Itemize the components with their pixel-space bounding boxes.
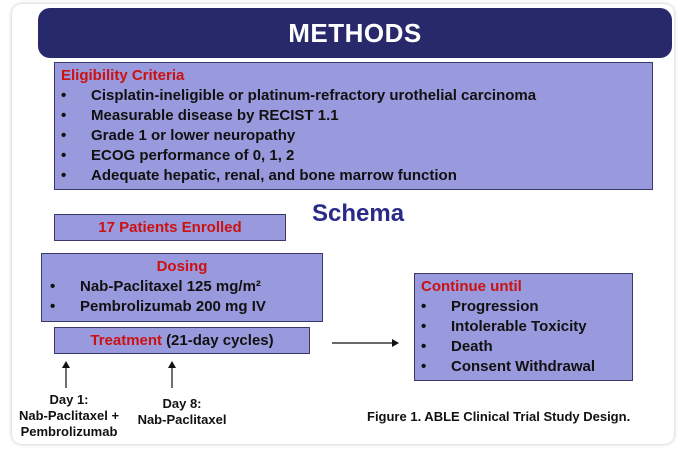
- eligibility-item: •Cisplatin-ineligible or platinum-refrac…: [61, 87, 537, 104]
- enrolled-label: 17 Patients Enrolled: [98, 219, 242, 236]
- dosing-heading: Dosing: [156, 258, 208, 275]
- eligibility-heading: Eligibility Criteria: [61, 67, 185, 84]
- treatment-label: Treatment: [90, 332, 163, 349]
- continue-item: •Consent Withdrawal: [421, 358, 596, 375]
- bullet-icon: •: [421, 358, 427, 375]
- bullet-icon: •: [61, 147, 67, 164]
- bullet-icon: •: [61, 87, 67, 104]
- eligibility-item: •Adequate hepatic, renal, and bone marro…: [61, 167, 457, 184]
- bullet-icon: •: [50, 298, 56, 315]
- bullet-icon: •: [421, 318, 427, 335]
- dosing-box: Dosing •Nab-Paclitaxel 125 mg/m² •Pembro…: [41, 253, 323, 322]
- eligibility-item: •Grade 1 or lower neuropathy: [61, 127, 296, 144]
- bullet-icon: •: [421, 298, 427, 315]
- day1-annotation: Day 1: Nab-Paclitaxel + Pembrolizumab: [18, 392, 120, 439]
- day8-annotation: Day 8: Nab-Paclitaxel: [137, 396, 227, 427]
- eligibility-item: •ECOG performance of 0, 1, 2: [61, 147, 295, 164]
- bullet-icon: •: [61, 167, 67, 184]
- eligibility-box: Eligibility Criteria •Cisplatin-ineligib…: [54, 62, 653, 190]
- enrolled-box: 17 Patients Enrolled: [54, 214, 286, 241]
- figure-caption: Figure 1. ABLE Clinical Trial Study Desi…: [367, 409, 631, 424]
- treatment-box: Treatment(21-day cycles): [54, 327, 310, 354]
- continue-item: •Progression: [421, 298, 539, 315]
- bullet-icon: •: [50, 278, 56, 295]
- page-title: METHODS: [288, 17, 422, 48]
- bullet-icon: •: [61, 107, 67, 124]
- bullet-icon: •: [61, 127, 67, 144]
- continue-heading: Continue until: [421, 278, 522, 295]
- title-bar: METHODS: [38, 8, 672, 58]
- continue-item: •Death: [421, 338, 493, 355]
- schema-heading: Schema: [312, 200, 405, 227]
- dosing-item: •Pembrolizumab 200 mg IV: [50, 298, 266, 315]
- continue-item: •Intolerable Toxicity: [421, 318, 587, 335]
- dosing-item: •Nab-Paclitaxel 125 mg/m²: [50, 278, 261, 295]
- continue-box: Continue until •Progression •Intolerable…: [414, 273, 633, 381]
- bullet-icon: •: [421, 338, 427, 355]
- treatment-detail: (21-day cycles): [166, 332, 274, 349]
- eligibility-item: •Measurable disease by RECIST 1.1: [61, 107, 339, 124]
